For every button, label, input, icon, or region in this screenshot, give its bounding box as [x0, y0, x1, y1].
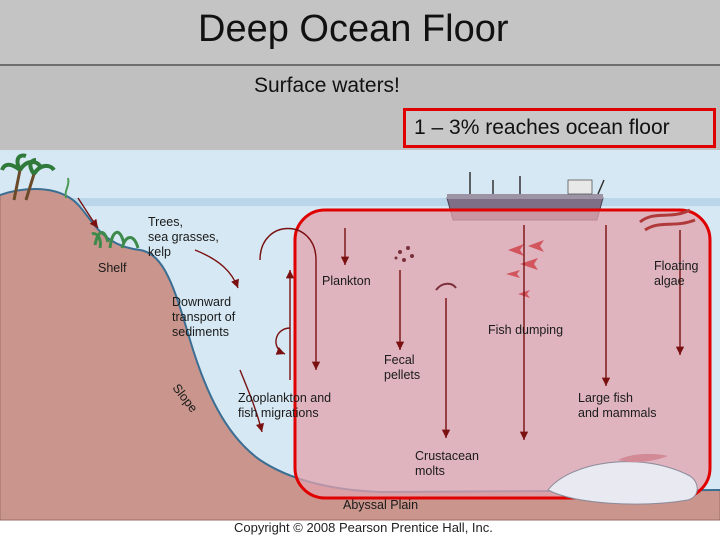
label-zooplankton: Zooplankton and fish migrations	[238, 391, 335, 420]
label-shelf: Shelf	[98, 261, 127, 275]
title-bar	[0, 0, 720, 66]
kelp-icon	[64, 177, 70, 199]
label-large-fish: Large fish and mammals	[578, 391, 657, 420]
whale-icon	[547, 453, 698, 505]
surface-water	[60, 198, 720, 206]
floating-algae-icon	[639, 208, 696, 232]
label-abyssal-plain: Abyssal Plain	[343, 498, 418, 512]
label-plankton: Plankton	[322, 274, 371, 288]
arrow-small-loop	[275, 327, 291, 355]
callout-box: 1 – 3% reaches ocean floor	[403, 108, 716, 148]
label-fish-dumping: Fish dumping	[488, 323, 563, 337]
arrow-migration-loop	[259, 227, 321, 370]
fish-school-icon	[506, 240, 544, 298]
arrow-coast-to-shelf	[77, 197, 99, 229]
label-downward-transport: Downward transport of sediments	[172, 295, 239, 339]
arrow-downward-sediment	[239, 369, 265, 433]
crustacean-icon	[435, 282, 457, 291]
seafloor-outline	[0, 188, 720, 494]
palm-tree-icon	[0, 153, 56, 201]
label-crustacean-molts: Crustacean molts	[415, 449, 482, 478]
slide-title: Deep Ocean Floor	[198, 8, 509, 50]
arrow-trees-to-slope	[194, 249, 239, 289]
label-trees: Trees, sea grasses, kelp	[148, 215, 222, 259]
sea-grass-icon	[91, 231, 140, 249]
label-floating-algae: Floating algae	[654, 259, 702, 288]
plankton-icon	[394, 246, 414, 262]
copyright-notice: Copyright © 2008 Pearson Prentice Hall, …	[234, 520, 493, 535]
label-fecal-pellets: Fecal pellets	[384, 353, 420, 382]
slide-subtitle: Surface waters!	[254, 74, 400, 97]
ocean-floor-diagram: Trees, sea grasses, kelp Shelf Downward …	[0, 150, 720, 521]
